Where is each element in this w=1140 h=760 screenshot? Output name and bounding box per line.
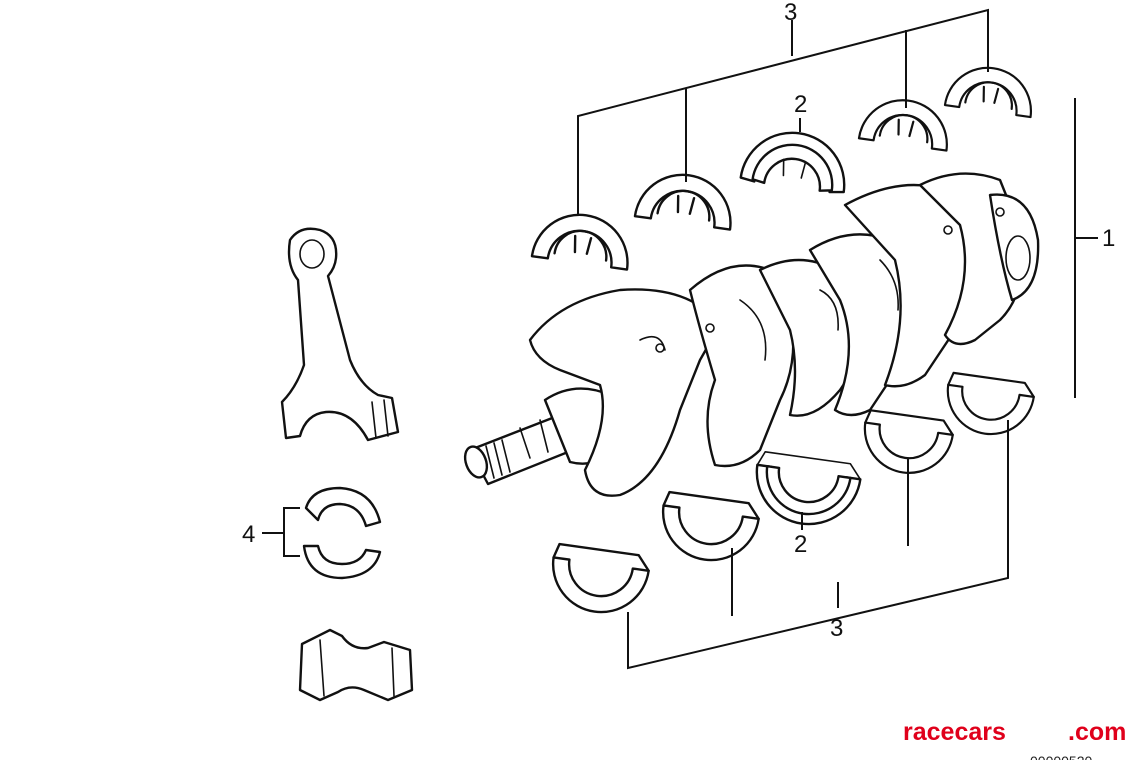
callout-1: 1	[1102, 225, 1115, 252]
connecting-rod	[280, 227, 400, 442]
racecars-watermark: racecars .com	[903, 718, 1126, 746]
callout-3-upper: 3	[784, 0, 797, 26]
main-bearing-shell-lower-1	[545, 542, 652, 620]
watermark-left-text: racecars	[903, 718, 1006, 746]
main-bearing-shell-lower-2	[655, 490, 762, 568]
main-bearing-shell-upper-1	[530, 207, 635, 271]
connecting-rod-cap	[298, 628, 414, 702]
main-bearing-shell-lower-5	[941, 371, 1037, 441]
diagram-code: 00000520	[1030, 753, 1093, 760]
conrod-bearing-shells	[302, 486, 382, 580]
main-bearing-shell-upper-5	[943, 61, 1038, 119]
callout-3-lower: 3	[830, 615, 843, 642]
leader-lines	[262, 8, 1098, 670]
crankshaft	[463, 172, 1040, 497]
callout-2-lower: 2	[794, 531, 807, 558]
watermark-right-text: .com	[1068, 718, 1126, 746]
conrod-bearing-shell-lower	[302, 544, 382, 580]
thrust-bearing-upper	[739, 131, 846, 194]
callout-4: 4	[242, 521, 255, 548]
main-bearing-shell-lower-4	[858, 408, 956, 480]
conrod-bearing-shell-upper	[304, 486, 382, 528]
callout-2-upper: 2	[794, 91, 807, 118]
thrust-bearing-lower	[755, 450, 862, 526]
crankshaft-body	[528, 172, 1040, 497]
